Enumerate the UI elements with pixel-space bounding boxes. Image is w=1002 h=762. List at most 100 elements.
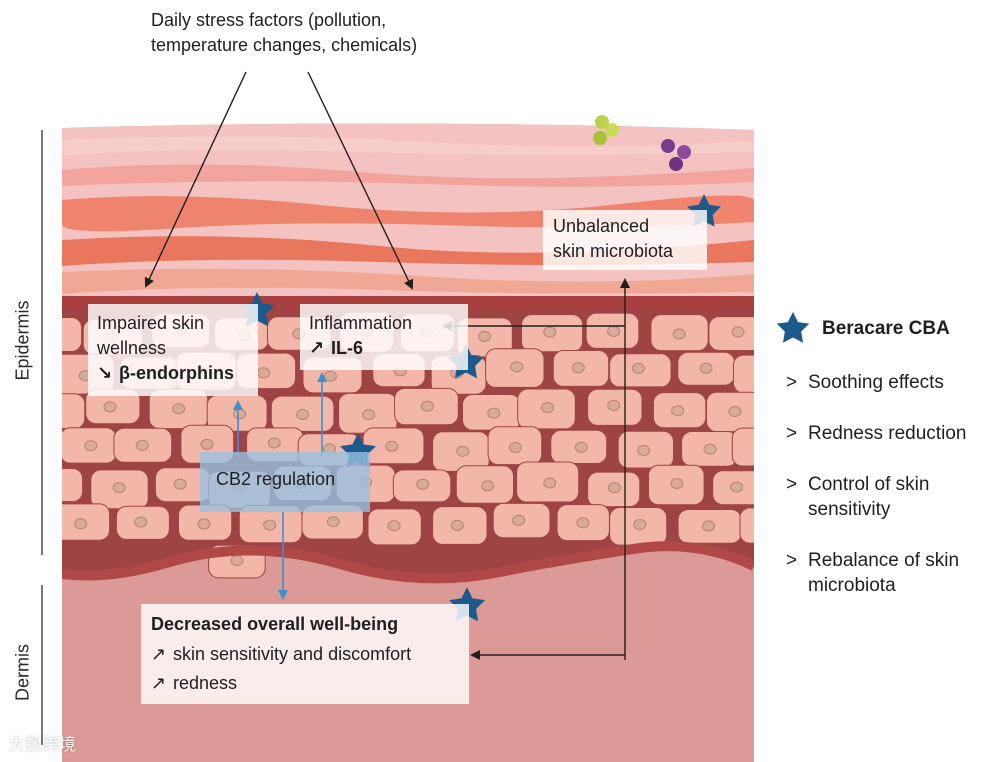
cell-nucleus bbox=[637, 445, 651, 456]
cell-nucleus bbox=[543, 326, 557, 338]
cell-nucleus bbox=[728, 406, 742, 417]
cell-nucleus bbox=[487, 407, 501, 419]
cell-nucleus bbox=[296, 409, 310, 420]
legend-item-sensitivity: > Control of skin sensitivity bbox=[786, 472, 929, 522]
epidermal-cell bbox=[62, 468, 84, 503]
microbiota-line1: Unbalanced bbox=[553, 216, 650, 236]
cell-nucleus bbox=[607, 399, 621, 411]
wellbeing-item1: skin sensitivity and discomfort bbox=[173, 644, 412, 664]
increase-arrow-icon: ↗ bbox=[151, 644, 167, 664]
cell-nucleus bbox=[508, 442, 522, 453]
watermark-text: 大数跨境 bbox=[8, 735, 76, 754]
cell-nucleus bbox=[481, 480, 495, 492]
impaired-wellness-box: Impaired skin wellness ↘ β-endorphins bbox=[88, 304, 258, 396]
wellbeing-box: Decreased overall well-being ↗ skin sensi… bbox=[141, 604, 469, 704]
cb2-label: CB2 regulation bbox=[216, 469, 336, 489]
cell-nucleus bbox=[362, 409, 376, 421]
epidermis-label: Epidermis bbox=[12, 300, 33, 381]
beta-endorphins-label: β-endorphins bbox=[119, 363, 234, 383]
cell-nucleus bbox=[173, 478, 187, 490]
cell-nucleus bbox=[172, 403, 186, 415]
cell-nucleus bbox=[416, 478, 430, 490]
legend-title: Beracare CBA bbox=[822, 318, 950, 339]
inflammation-box: Inflammation ↗IL-6 bbox=[300, 304, 468, 370]
cell-nucleus bbox=[49, 330, 61, 340]
increase-arrow-icon: ↗ bbox=[309, 338, 325, 358]
microbiota-box: Unbalanced skin microbiota bbox=[543, 210, 707, 270]
legend-item-label: Rebalance of skin bbox=[808, 550, 960, 571]
cell-nucleus bbox=[450, 519, 464, 531]
cell-nucleus bbox=[49, 408, 61, 418]
cell-nucleus bbox=[233, 408, 247, 420]
cell-nucleus bbox=[387, 520, 401, 532]
legend-item-redness: > Redness reduction bbox=[786, 421, 966, 446]
epidermal-cell bbox=[732, 354, 754, 394]
microbe-purple-icon bbox=[661, 139, 691, 171]
decrease-arrow-icon: ↘ bbox=[97, 363, 113, 383]
cell-nucleus bbox=[543, 477, 557, 489]
legend-item-label-cont: microbiota bbox=[808, 575, 896, 596]
cell-nucleus bbox=[764, 522, 776, 532]
legend-star-icon bbox=[776, 311, 810, 343]
cell-nucleus bbox=[135, 439, 149, 451]
cell-nucleus bbox=[631, 362, 645, 374]
cell-nucleus bbox=[510, 361, 524, 373]
stress-factors-line2: temperature changes, chemicals) bbox=[151, 35, 418, 55]
chevron-right-icon: > bbox=[786, 423, 798, 444]
cell-nucleus bbox=[512, 514, 526, 526]
cell-nucleus bbox=[633, 519, 647, 531]
cell-nucleus bbox=[230, 555, 244, 566]
cell-nucleus bbox=[571, 362, 585, 374]
epidermal-cell bbox=[731, 427, 754, 467]
impaired-line2: wellness bbox=[97, 338, 167, 358]
cell-nucleus bbox=[112, 482, 126, 494]
cell-nucleus bbox=[257, 367, 271, 379]
cell-nucleus bbox=[323, 370, 337, 382]
chevron-right-icon: > bbox=[786, 474, 798, 495]
cell-nucleus bbox=[103, 401, 117, 413]
cell-nucleus bbox=[197, 518, 211, 530]
cell-nucleus bbox=[541, 402, 554, 414]
cell-nucleus bbox=[670, 478, 684, 489]
cell-nucleus bbox=[731, 326, 745, 338]
cell-nucleus bbox=[84, 440, 98, 452]
cell-nucleus bbox=[672, 328, 686, 340]
cell-nucleus bbox=[385, 440, 399, 452]
cell-nucleus bbox=[703, 443, 717, 455]
dermis-label: Dermis bbox=[12, 644, 33, 701]
impaired-line1: Impaired skin bbox=[97, 313, 205, 333]
microbiota-line2: skin microbiota bbox=[553, 241, 674, 261]
cell-nucleus bbox=[200, 438, 214, 450]
legend-item-label: Control of skin bbox=[808, 474, 930, 495]
cell-nucleus bbox=[326, 516, 340, 528]
microbe-green-icon bbox=[593, 115, 619, 145]
cell-nucleus bbox=[49, 482, 61, 492]
cell-nucleus bbox=[456, 445, 470, 457]
cell-nucleus bbox=[755, 371, 767, 381]
stress-factors-label: Daily stress factors (pollution, tempera… bbox=[151, 8, 417, 58]
wellbeing-title: Decreased overall well-being bbox=[151, 614, 399, 634]
legend-item-microbiota: > Rebalance of skin microbiota bbox=[786, 548, 959, 598]
cell-nucleus bbox=[478, 330, 492, 342]
increase-arrow-icon: ↗ bbox=[151, 673, 167, 693]
chevron-right-icon: > bbox=[786, 550, 798, 571]
dermal-membrane bbox=[62, 541, 754, 584]
cb2-regulation-box: CB2 regulation bbox=[200, 452, 370, 512]
cell-nucleus bbox=[607, 482, 621, 494]
wellbeing-item2: redness bbox=[173, 673, 238, 693]
cell-nucleus bbox=[702, 520, 715, 532]
cell-nucleus bbox=[74, 518, 88, 530]
epidermal-cell bbox=[62, 393, 86, 430]
legend-item-label-cont: sensitivity bbox=[808, 499, 891, 520]
cell-nucleus bbox=[607, 325, 621, 337]
cell-nucleus bbox=[134, 516, 148, 528]
cell-nucleus bbox=[730, 481, 743, 493]
il6-label: IL-6 bbox=[331, 338, 364, 358]
cell-nucleus bbox=[699, 362, 713, 374]
legend-item-label: Redness reduction bbox=[808, 423, 967, 444]
stress-arrow-right bbox=[307, 71, 414, 290]
stress-arrow-left bbox=[144, 71, 247, 288]
cell-nucleus bbox=[671, 405, 685, 417]
cell-nucleus bbox=[576, 517, 590, 529]
epidermal-cell bbox=[739, 507, 754, 544]
